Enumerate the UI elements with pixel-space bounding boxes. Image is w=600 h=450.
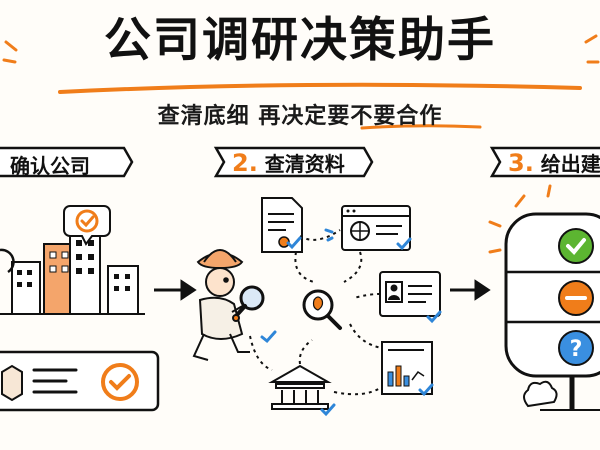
step-3-number: 3. xyxy=(508,149,534,177)
question-icon: ? xyxy=(558,330,594,366)
sparkle-left xyxy=(2,40,18,64)
check-icon-bubble xyxy=(63,205,111,246)
profile-card-icon xyxy=(379,271,441,317)
step3-ribbon xyxy=(489,146,600,178)
step1-ribbon xyxy=(0,146,134,178)
arrow-right-icon xyxy=(154,279,197,301)
page-subtitle: 查清底细 再决定要不要合作 xyxy=(157,104,443,129)
step-3-title: 给出建 xyxy=(540,152,600,176)
check-icon-green xyxy=(558,228,594,264)
svg-text:?: ? xyxy=(570,337,583,362)
step-1-label: 确认公司 xyxy=(10,150,90,179)
location-marker-partial xyxy=(0,248,15,274)
subtitle-underline xyxy=(360,124,482,130)
step-3-label: 3. 给出建 xyxy=(508,148,600,177)
step2-ribbon xyxy=(213,146,374,178)
step-1-title: 确认公司 xyxy=(10,154,90,178)
building-windows xyxy=(17,240,130,291)
detective-icon xyxy=(192,249,265,361)
bank-icon xyxy=(268,364,332,410)
report-chart-icon xyxy=(381,341,433,395)
step-2-title: 查清资料 xyxy=(264,152,345,176)
document-icon xyxy=(261,197,303,253)
check-icon xyxy=(260,228,442,417)
arrow-right-icon-2 xyxy=(450,279,491,301)
company-card xyxy=(0,350,160,412)
title-underline xyxy=(58,82,582,94)
minus-icon xyxy=(558,280,594,316)
step-2-label: 2. 查清资料 xyxy=(232,148,345,177)
page-title: 公司调研决策助手 xyxy=(104,13,496,68)
magnifier-icon xyxy=(302,289,342,330)
bush xyxy=(523,380,558,408)
sparkle-right xyxy=(584,34,600,64)
web-page-icon xyxy=(341,205,411,251)
dotted-connectors xyxy=(249,229,383,396)
sparkle-sign xyxy=(488,184,552,254)
step-2-number: 2. xyxy=(232,149,258,177)
